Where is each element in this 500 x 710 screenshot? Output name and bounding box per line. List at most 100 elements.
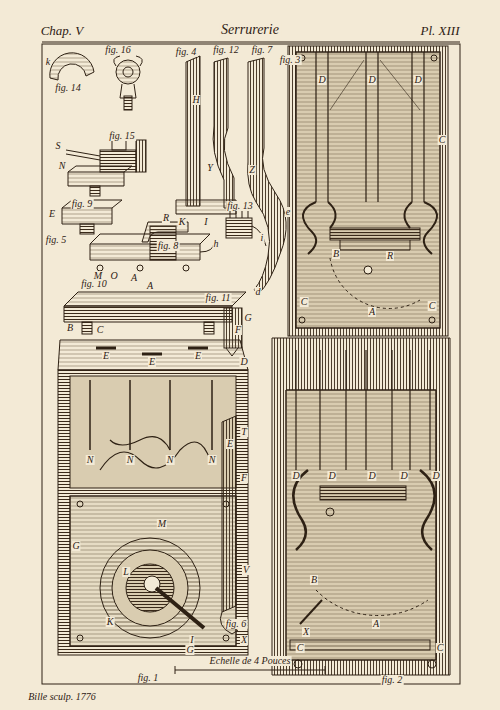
lock-case-perspective [272, 338, 450, 675]
cover-plate [82, 322, 92, 334]
part-letter: O [109, 271, 118, 281]
catch-part [62, 200, 122, 234]
slide-part [68, 172, 124, 186]
spring-lever [248, 58, 286, 294]
lock-case-perspective [293, 470, 434, 550]
part-letter: C [96, 325, 105, 335]
lock-front [77, 501, 83, 507]
ring-part [50, 53, 94, 80]
tumbler-lever [213, 58, 234, 208]
part-letter: A [130, 273, 138, 283]
part-letter: K [178, 217, 187, 227]
catch-part [62, 208, 112, 224]
part-letter: I [189, 635, 194, 645]
part-letter: D [291, 471, 300, 481]
figure-label: fig. 11 [205, 293, 232, 303]
figure-label: fig. 1 [137, 673, 160, 683]
lock-case-perspective [428, 660, 436, 668]
key-bow [114, 56, 143, 98]
part-letter: i [260, 233, 265, 243]
lock-front [100, 538, 200, 638]
figure-label: fig. 13 [226, 201, 254, 211]
bolt-block [100, 150, 136, 172]
part-letter: N [208, 455, 217, 465]
key-bow [123, 67, 133, 77]
lock-case-top-view [316, 52, 424, 202]
part-letter: C [428, 301, 437, 311]
figure-label: Chap. V [40, 24, 85, 37]
lock-case-top-view [431, 55, 437, 61]
lock-case-perspective [294, 660, 302, 668]
lock-case-top-view [330, 228, 420, 240]
slide-part [68, 166, 132, 196]
catch-part [62, 200, 122, 208]
part-letter: B [310, 575, 318, 585]
lock-front [58, 370, 248, 655]
figure-label: fig. 9 [71, 199, 94, 209]
figure-label: Bille sculp. 1776 [27, 692, 97, 702]
part-letter: C [300, 297, 309, 307]
part-letter: H [191, 95, 200, 105]
part-letter: D [431, 471, 440, 481]
lock-front [90, 380, 212, 450]
figure-label: fig. 8 [157, 241, 180, 251]
part-letter: N [86, 455, 95, 465]
key-bow [114, 56, 143, 110]
part-letter: G [71, 541, 80, 551]
figure-label: fig. 2 [381, 675, 404, 685]
part-letter: G [243, 313, 252, 323]
scale-bar [325, 666, 326, 674]
part-letter: C [436, 643, 445, 653]
lock-front [70, 496, 236, 646]
lock-case-top-view [288, 46, 448, 336]
rule [42, 42, 460, 43]
cover-plate [64, 292, 246, 334]
figure-label: fig. 7 [251, 45, 274, 55]
lever-bar [220, 416, 238, 634]
lever-bar [222, 416, 236, 612]
ward-comb [226, 218, 252, 238]
lock-case-perspective [286, 390, 436, 660]
tumbler-lever [176, 56, 236, 214]
figure-label: fig. 14 [54, 83, 82, 93]
lock-front [100, 437, 210, 470]
part-letter: B [332, 249, 340, 259]
ward-comb [230, 210, 248, 218]
part-letter: d [255, 287, 262, 297]
lock-front [77, 635, 83, 641]
lock-case-top-view [296, 52, 440, 328]
part-letter: F [234, 325, 242, 335]
part-letter: A [372, 619, 380, 629]
lock-case-perspective [316, 590, 428, 616]
lock-case-top-view [340, 240, 410, 250]
lock-case-perspective [296, 350, 430, 470]
lock-case-perspective [272, 338, 450, 675]
figure-label: fig. 16 [104, 45, 132, 55]
part-letter: T [240, 427, 248, 437]
tumbler-lever [213, 58, 234, 208]
figure-label: fig. 5 [45, 235, 68, 245]
figure-label: fig. 6 [225, 619, 248, 629]
figure-label: fig. 4 [175, 47, 198, 57]
cover-plate [64, 292, 246, 306]
part-letter: Z [248, 165, 256, 175]
ward-comb [226, 210, 252, 238]
part-letter: D [413, 75, 422, 85]
lock-front [112, 550, 188, 626]
bolt-block [136, 140, 146, 172]
part-letter: h [213, 239, 220, 249]
lock-case-perspective [326, 508, 334, 516]
figure-label: Pl. XIII [420, 24, 461, 37]
part-letter: C [438, 135, 447, 145]
lock-case-top-view [288, 46, 448, 336]
lock-front [96, 348, 208, 354]
lock-case-top-view [299, 317, 305, 323]
spring-lever [248, 58, 286, 294]
part-letter: N [58, 161, 67, 171]
part-letter: D [317, 75, 326, 85]
lock-case-top-view [330, 60, 420, 110]
cover-plate [64, 306, 232, 322]
lock-front [156, 588, 204, 628]
part-letter: F [240, 473, 248, 483]
lock-case-perspective [320, 486, 406, 500]
